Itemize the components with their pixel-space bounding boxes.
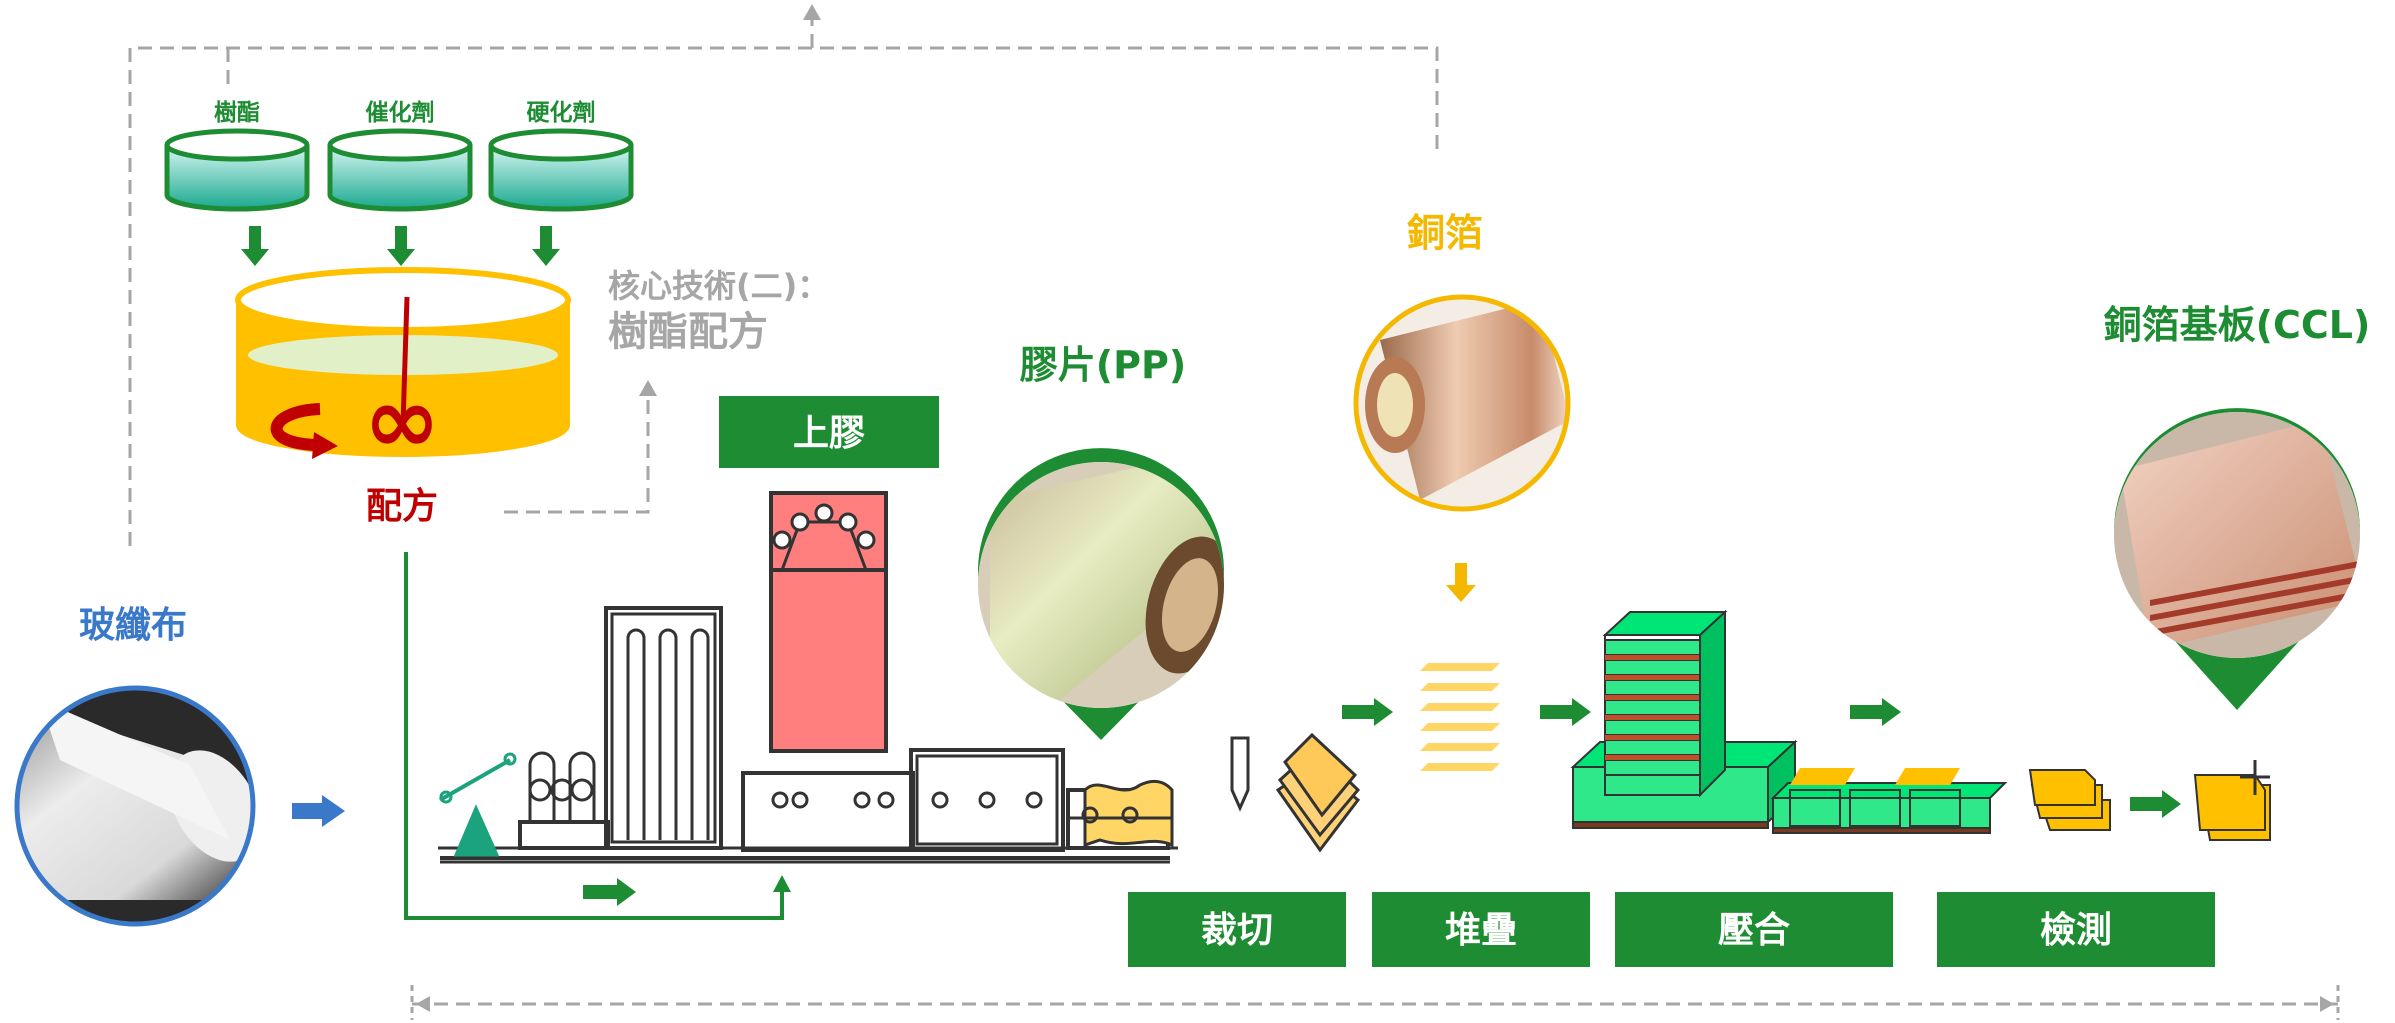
step-press-label: 壓合 [1718, 910, 1790, 951]
glass-cloth-photo [14, 685, 256, 927]
right-arrow-icon [583, 878, 636, 906]
step-inspect-label: 檢測 [2040, 909, 2112, 951]
ccl-photo [2114, 408, 2360, 710]
step-box-inspect [1937, 892, 2215, 967]
resin-tank [164, 128, 310, 212]
formula-label: 配方 [366, 486, 438, 527]
cut-sheets-icon [1275, 732, 1361, 853]
step-box-stack [1372, 892, 1590, 967]
lamination-press [1570, 609, 2008, 834]
arrow-up-icon [639, 380, 657, 396]
step-box-cut [1128, 892, 1346, 967]
mixing-tank [235, 267, 571, 457]
stacked-sheets-icon [1420, 663, 1500, 771]
right-arrow-icon [1342, 698, 1393, 726]
formula-flow-line [404, 552, 791, 920]
rotation-arrow-icon [270, 403, 338, 459]
right-arrow-icon [1540, 698, 1591, 726]
glass-cloth-label: 玻纖布 [79, 605, 187, 646]
process-span [410, 985, 2340, 1020]
coating-label: 上膠 [793, 413, 865, 454]
arrow-up-icon [803, 4, 821, 20]
coating-label-box [719, 396, 939, 468]
core-tech-line2: 樹酯配方 [608, 309, 768, 355]
down-arrow-icon [1446, 563, 1476, 602]
right-arrow-icon [2130, 790, 2181, 818]
prepreg-label: 膠片(PP) [1020, 343, 1186, 387]
infinity-stirrer-icon: ∞ [364, 367, 441, 474]
hardener-tank [488, 128, 634, 212]
prepreg-photo [977, 448, 1225, 740]
cutting-knife-icon [1230, 736, 1250, 812]
step-cut-label: 裁切 [1201, 910, 1273, 951]
ccl-label: 銅箔基板(CCL) [2104, 303, 2371, 347]
copper-foil-label: 銅箔 [1407, 211, 1483, 255]
down-arrow-icon [241, 226, 560, 266]
right-arrow-icon [292, 795, 345, 827]
hardener-label: 硬化劑 [527, 99, 596, 126]
copper-foil-photo [1353, 294, 1571, 512]
finished-board-icon [2193, 760, 2271, 841]
resin-label: 樹酯 [214, 100, 260, 126]
feedback-loop [128, 18, 1439, 546]
catalyst-label: 催化劑 [366, 99, 435, 126]
step-stack-label: 堆疊 [1445, 910, 1517, 951]
inspection-sheets-icon [2028, 769, 2111, 831]
prepreg-machine [438, 491, 1178, 864]
step-box-press [1615, 892, 1893, 967]
catalyst-tank [327, 128, 473, 212]
core-tech-line1: 核心技術(二)： [608, 267, 829, 305]
right-arrow-icon [1850, 698, 1901, 726]
